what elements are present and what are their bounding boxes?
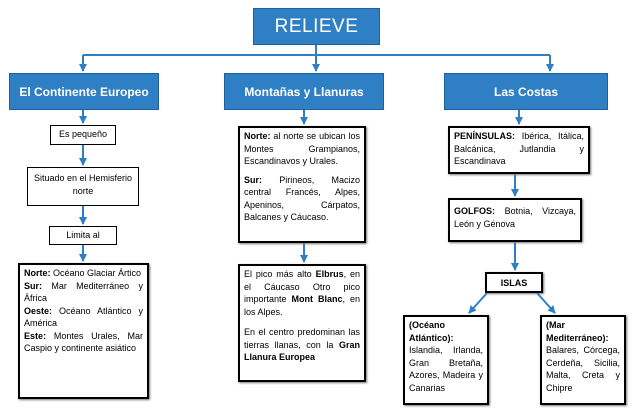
box-es-pequeno: Es pequeño	[50, 125, 116, 145]
limite-norte: Norte: Océano Glaciar Ártico	[24, 268, 142, 278]
mediterraneo-text: Balares, Córcega, Cerdeña, Sicilia, Malt…	[546, 345, 620, 393]
box-mediterraneo: (Mar Mediterráneo): Balares, Córcega, Ce…	[540, 315, 626, 405]
montanas-sur: Sur: Pirineos, Macizo central Francés, A…	[244, 174, 360, 223]
pico-text: El pico más alto Elbrus, en el Cáucaso O…	[244, 269, 360, 317]
llanura-text: En el centro predominan las tierras llan…	[244, 327, 360, 362]
box-islas: ISLAS	[485, 272, 543, 293]
mediterraneo-label: (Mar Mediterráneo):	[546, 320, 609, 343]
box-situado: Situado en el Hemisferio norte	[27, 167, 139, 206]
box-golfos: GOLFOS: Botnia, Vizcaya, León y Génova	[448, 198, 582, 242]
category-continente: El Continente Europeo	[9, 73, 159, 110]
box-limita: Limita al	[49, 226, 117, 245]
atlantico-label: (Océano Atlántico):	[409, 320, 454, 343]
limite-oeste: Oeste: Océano Atlántico y América	[24, 305, 143, 329]
limite-este: Este: Montes Urales, Mar Caspio y contin…	[24, 330, 143, 354]
montanas-norte: Norte: al norte se ubican los Montes Gra…	[244, 131, 360, 166]
limite-sur: Sur: Mar Mediterráneo y África	[24, 280, 143, 304]
category-costas: Las Costas	[444, 73, 608, 110]
category-montanas: Montañas y Llanuras	[224, 73, 384, 110]
arrow-mediterraneo	[536, 292, 556, 314]
box-montanas: Norte: al norte se ubican los Montes Gra…	[238, 126, 366, 243]
box-limites: Norte: Océano Glaciar Ártico Sur: Mar Me…	[18, 263, 149, 399]
box-atlantico: (Océano Atlántico): Islandia, Irlanda, G…	[403, 315, 489, 405]
arrow-atlantico	[468, 292, 488, 314]
box-peninsulas: PENÍNSULAS: Ibérica, Itálica, Balcánica,…	[448, 126, 590, 174]
title-connector	[83, 45, 550, 56]
atlantico-text: Islandia, Irlanda, Gran Bretaña, Azores,…	[409, 345, 483, 393]
title-relieve: RELIEVE	[253, 8, 380, 45]
box-pico-llanura: El pico más alto Elbrus, en el Cáucaso O…	[238, 264, 366, 382]
